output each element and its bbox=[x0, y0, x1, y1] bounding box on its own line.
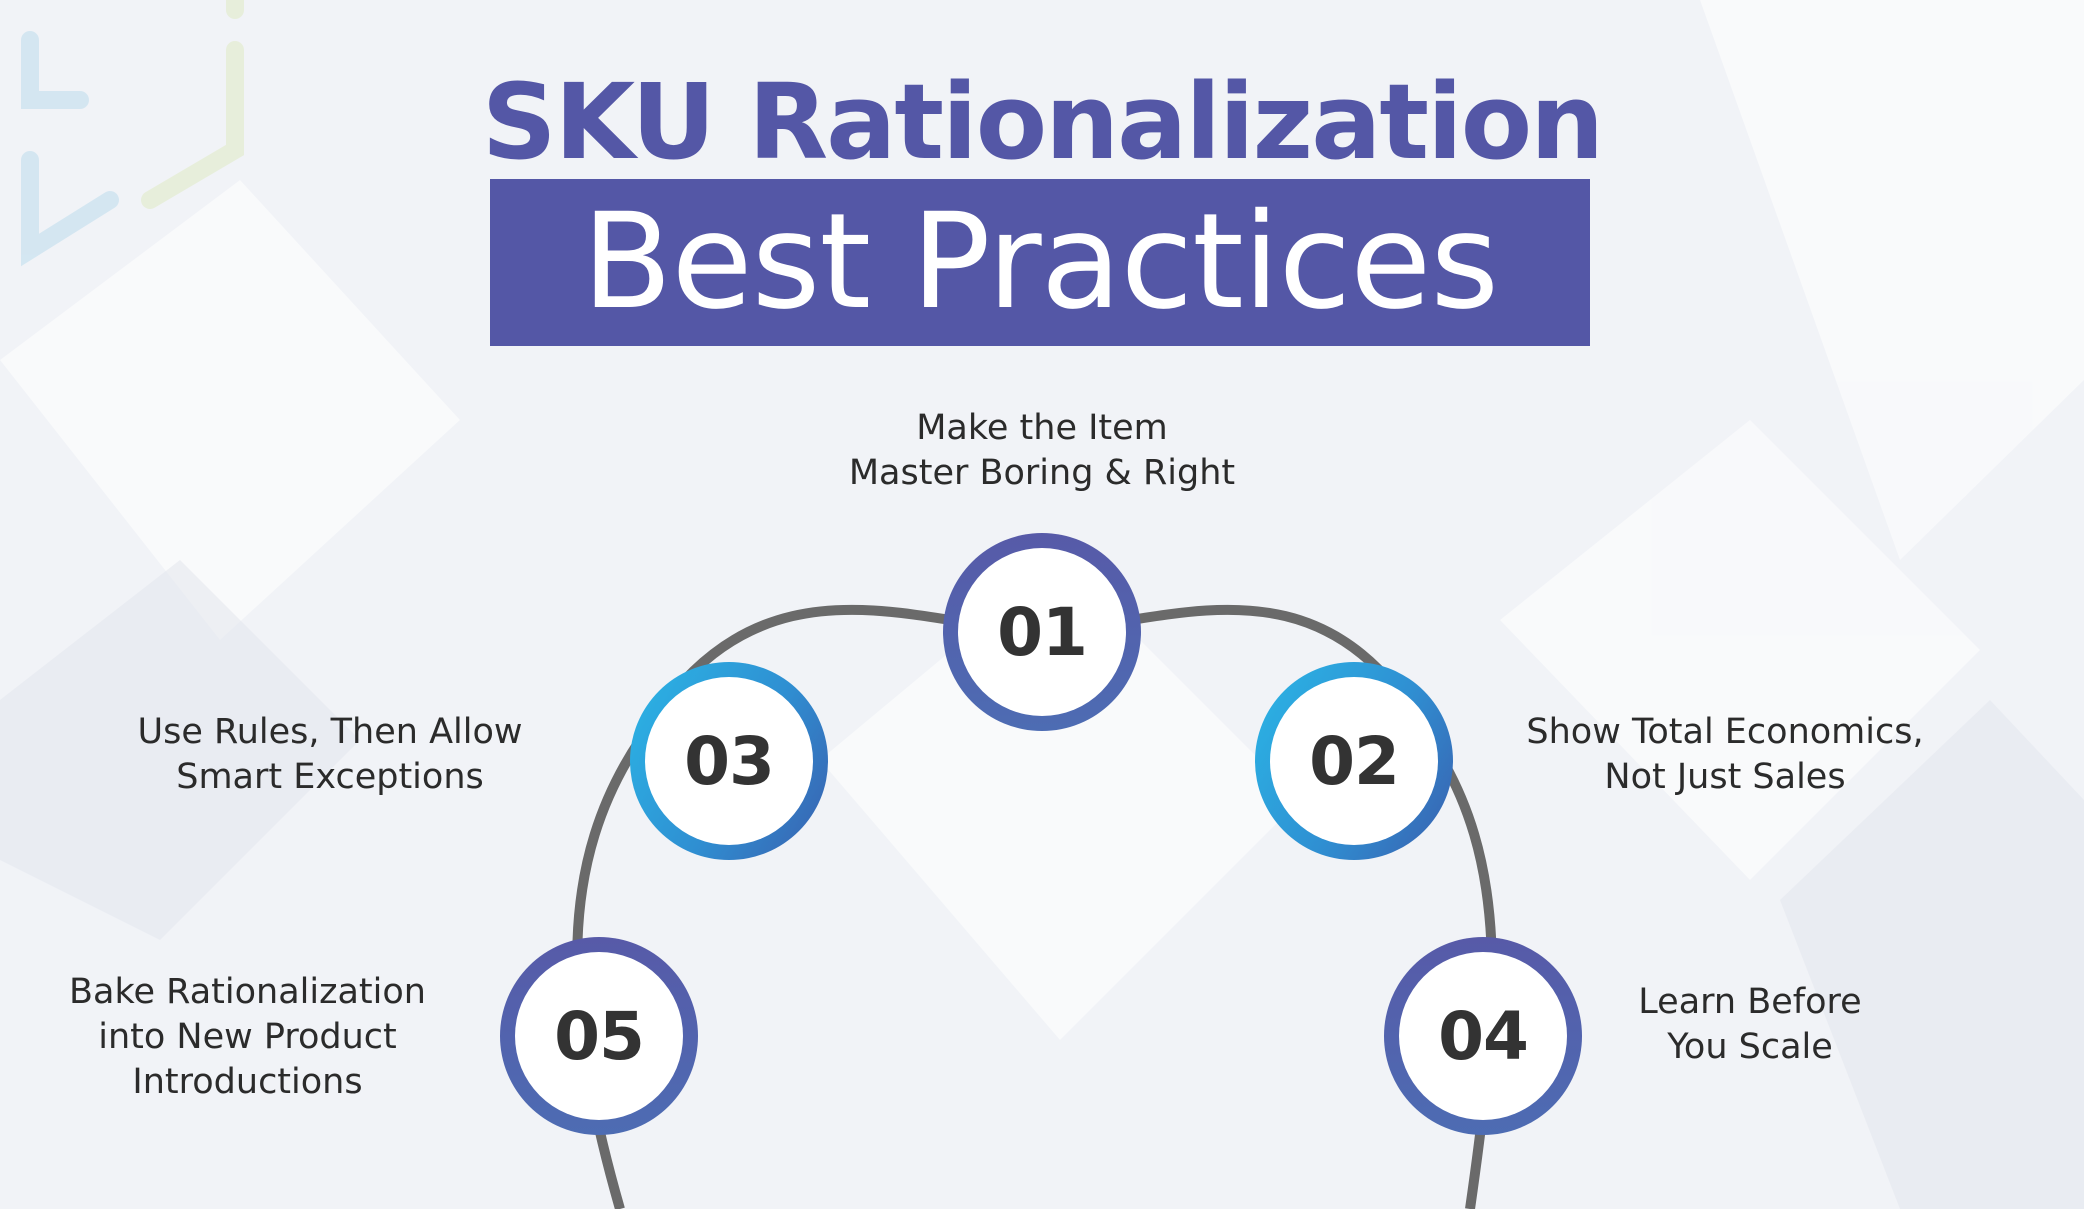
page-title: SKU Rationalization bbox=[481, 61, 1604, 183]
step-03-label: Use Rules, Then Allow Smart Exceptions bbox=[137, 712, 523, 797]
step-04-label: Learn Before You Scale bbox=[1638, 982, 1862, 1067]
step-02-label: Show Total Economics, Not Just Sales bbox=[1526, 712, 1924, 797]
step-05-circle: 05 bbox=[500, 937, 698, 1135]
step-01-label: Make the Item Master Boring & Right bbox=[848, 408, 1236, 493]
step-04-number: 04 bbox=[1399, 952, 1567, 1120]
step-05-number: 05 bbox=[515, 952, 683, 1120]
step-01-number: 01 bbox=[958, 548, 1126, 716]
step-03-circle: 03 bbox=[630, 662, 828, 860]
step-05-label: Bake Rationalization into New Product In… bbox=[69, 972, 426, 1102]
subtitle-banner bbox=[490, 179, 1590, 346]
step-02-number: 02 bbox=[1270, 677, 1438, 845]
step-01-circle: 01 bbox=[943, 533, 1141, 731]
page-subtitle: Best Practices bbox=[581, 185, 1499, 339]
step-03-number: 03 bbox=[645, 677, 813, 845]
step-02-circle: 02 bbox=[1255, 662, 1453, 860]
step-04-circle: 04 bbox=[1384, 937, 1582, 1135]
